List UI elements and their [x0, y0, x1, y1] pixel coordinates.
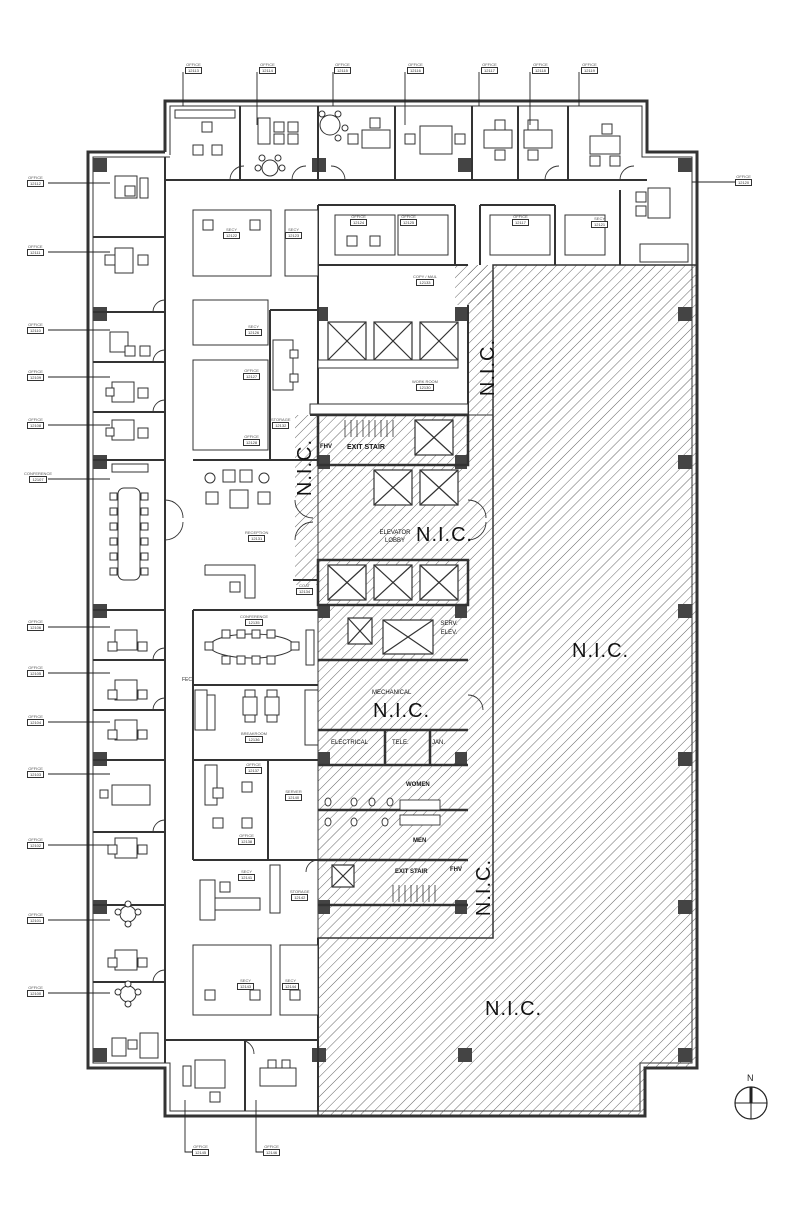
- tele-label: TELE.: [392, 740, 409, 746]
- nic-label-vertical-lower: N.I.C.: [473, 858, 496, 917]
- serv-elev-label: SERV. ELEV.: [440, 621, 458, 636]
- fhv-label-top: FHV: [320, 444, 332, 450]
- building-envelope: [86, 99, 699, 1118]
- structural-columns: [93, 158, 692, 1062]
- core-walls: [316, 413, 470, 907]
- door-swings: [152, 165, 635, 1055]
- nic-label-south-area: N.I.C.: [485, 998, 543, 1020]
- jan-label: JAN.: [432, 740, 446, 746]
- furniture: [99, 109, 689, 1103]
- north-arrow-icon: [734, 1086, 768, 1120]
- exit-stair-top-label: EXIT STAIR: [347, 444, 385, 451]
- elevator-shafts: [327, 321, 459, 888]
- nic-label-east-area: N.I.C.: [572, 640, 630, 662]
- nic-label-vertical-upper: N.I.C.: [477, 338, 500, 397]
- north-arrow-label: N: [747, 1073, 754, 1083]
- elevator-lobby-label: ELEVATOR LOBBY: [379, 530, 411, 544]
- mechanical-label: MECHANICAL: [372, 690, 412, 696]
- men-label: MEN: [413, 838, 427, 844]
- work-room-counter: [309, 359, 469, 415]
- north-arrow: N: [733, 1073, 769, 1120]
- fec-label: FEC: [182, 677, 192, 683]
- women-label: WOMEN: [406, 782, 430, 788]
- fhv-label-bottom: FHV: [450, 867, 462, 873]
- restroom-fixtures: [324, 797, 441, 827]
- nic-label-elevator-lobby: N.I.C.: [416, 524, 474, 546]
- nic-label-vertical-left: N.I.C.: [294, 438, 317, 497]
- stair-treads: [344, 420, 436, 902]
- electrical-label: ELECTRICAL: [331, 740, 369, 746]
- nic-label-mechanical: N.I.C.: [373, 700, 431, 722]
- leader-lines: [48, 72, 735, 1153]
- exit-stair-bottom-label: EXIT STAIR: [395, 869, 428, 875]
